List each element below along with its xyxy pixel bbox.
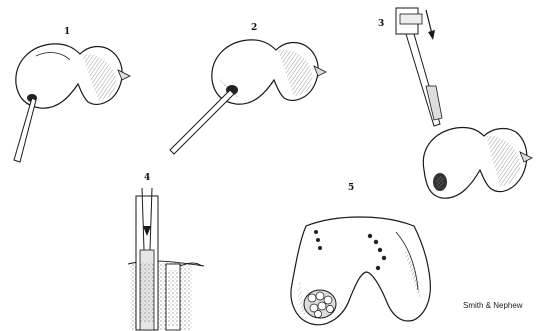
step-5-number: 5 [348, 183, 354, 193]
credit-label: Smith & Nephew [463, 301, 523, 310]
step-3-figure: 3 [378, 8, 532, 198]
step-4-figure: 4 [128, 173, 204, 330]
step-1-number: 1 [64, 27, 70, 37]
step-1-figure: 1 [14, 27, 130, 162]
step-4-number: 4 [144, 173, 150, 183]
step-2-figure: 2 [170, 23, 326, 154]
step-5-figure: 5 [291, 183, 430, 325]
step-3-number: 3 [378, 19, 384, 29]
step-2-number: 2 [251, 23, 257, 33]
